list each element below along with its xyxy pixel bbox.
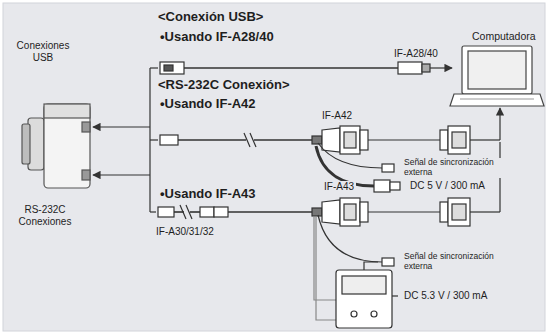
background-panel <box>3 3 545 331</box>
cable-label: IF-A42 <box>320 110 354 122</box>
power-label: DC 5.3 V / 300 mA <box>402 290 489 302</box>
section-subheading: •Usando IF-A43 <box>158 187 258 202</box>
connection-arrows <box>93 68 158 212</box>
cable-label: IF-A28/40 <box>392 48 440 60</box>
camera-illustration <box>22 104 90 188</box>
usb-cable <box>160 62 452 74</box>
port-label: RS-232C Conexiones <box>6 204 84 227</box>
signal-label: Señal de sincronización externa <box>402 158 506 178</box>
device-label: Computadora <box>470 30 538 42</box>
port-label: Conexiones USB <box>10 40 76 63</box>
computer-illustration <box>450 46 544 106</box>
if-a42-cable <box>160 108 500 192</box>
cable-label: IF-A43 <box>322 181 356 193</box>
section-heading: <RS-232C Conexión> <box>156 78 292 93</box>
section-heading: <Conexión USB> <box>156 10 265 25</box>
section-subheading: •Usando IF-A28/40 <box>158 30 276 45</box>
section-subheading: •Usando IF-A42 <box>158 97 258 112</box>
cable-label: IF-A30/31/32 <box>154 226 216 238</box>
power-label: DC 5 V / 300 mA <box>408 180 487 192</box>
signal-label: Señal de sincronización externa <box>402 252 506 272</box>
